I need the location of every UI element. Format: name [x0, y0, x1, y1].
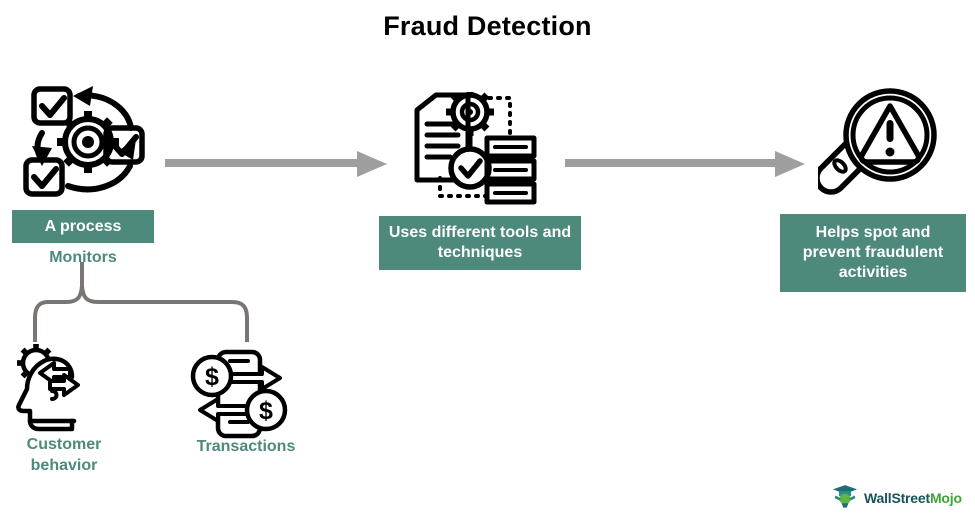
branch-transactions-label: Transactions — [196, 438, 296, 455]
process-cycle-gear-checkbox-icon — [18, 80, 158, 205]
wallstreetmojo-logo: WallStreetMojo — [832, 483, 972, 513]
step-1-caption: Monitors — [49, 249, 117, 266]
step-2-label-box: Uses different tools and techniques — [379, 216, 581, 270]
step-1-label: A process — [44, 217, 122, 235]
wallstreetmojo-mascot-icon — [832, 483, 858, 513]
svg-text:$: $ — [259, 397, 273, 425]
branch-curly-brace — [32, 260, 262, 344]
step-3-label: Helps spot and prevent fraudulent activi… — [802, 224, 944, 281]
head-gear-arrows-icon — [8, 343, 113, 441]
flow-arrow-1 — [165, 148, 387, 180]
document-gear-server-check-icon — [398, 88, 543, 210]
step-3-label-box: Helps spot and prevent fraudulent activi… — [780, 214, 966, 292]
logo-text-primary: WallStreet — [864, 490, 930, 506]
flow-arrow-2 — [565, 148, 805, 180]
page-title: Fraud Detection — [383, 11, 592, 41]
branch-customer-behavior-label: Customer behavior — [26, 436, 102, 474]
svg-text:$: $ — [205, 363, 219, 391]
logo-text: WallStreetMojo — [864, 490, 962, 506]
step-2-label: Uses different tools and techniques — [388, 224, 572, 261]
transaction-dollar-exchange-icon: $ $ — [190, 348, 290, 440]
magnifier-warning-icon — [814, 88, 950, 206]
logo-text-accent: Mojo — [929, 490, 962, 506]
step-1-label-box: A process — [12, 210, 154, 243]
